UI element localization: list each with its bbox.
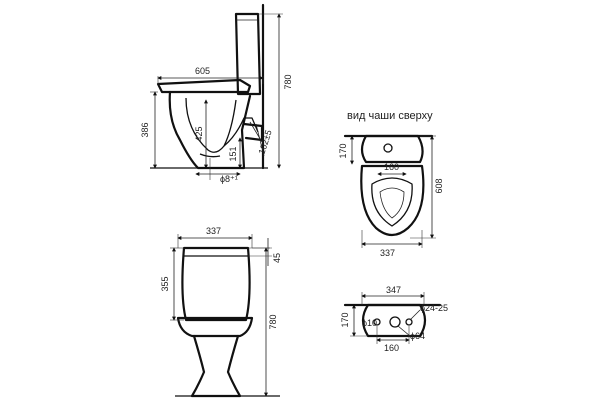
- front-dim-lid-offset: 45: [272, 253, 282, 263]
- side-bowl-outer: [168, 90, 252, 170]
- tank-top-label-hole-small: ϕ10: [362, 318, 377, 328]
- front-dim-tank-height: 355: [160, 276, 170, 291]
- tank-top-outline: [361, 303, 427, 338]
- top-dim-seat-width: 160: [384, 162, 399, 172]
- side-tank: [234, 12, 262, 96]
- top-flush-button: [383, 143, 393, 153]
- top-view: вид чаши сверху 170 160 608 337: [338, 110, 444, 258]
- front-dim-width: 337: [206, 226, 221, 236]
- front-seat: [176, 316, 254, 338]
- top-bowl-opening: [379, 187, 405, 219]
- tank-top-dim-spacing: 160: [384, 343, 399, 353]
- tank-top-view: 347 170 ϕ10 ϕ24-25 ϕ64 160: [340, 285, 448, 353]
- front-tank: [181, 246, 251, 322]
- tank-top-hole-right: [405, 318, 413, 326]
- side-dim-length: 605: [195, 66, 210, 76]
- side-view: 605 780 386 425 151 102±5 ϕ8⁺¹: [140, 3, 293, 184]
- top-bowl-outer: [360, 164, 425, 237]
- top-dim-tank-depth: 170: [338, 143, 348, 158]
- side-dim-outlet-offset: 151: [228, 146, 238, 161]
- top-dim-width: 337: [380, 248, 395, 258]
- side-bowl-inner: [185, 97, 237, 153]
- side-seat: [156, 78, 252, 94]
- side-dim-total-height: 780: [283, 74, 293, 89]
- side-trap: [223, 117, 259, 147]
- front-pedestal: [190, 334, 242, 398]
- side-dim-outlet-height: 425: [194, 126, 204, 141]
- top-dim-depth: 608: [434, 178, 444, 193]
- tank-top-dim-width: 347: [386, 285, 401, 295]
- tank-top-label-hole-range: ϕ24-25: [420, 303, 448, 313]
- tank-top-label-hole-large: ϕ64: [410, 331, 425, 341]
- side-dim-pipe-diameter: ϕ8⁺¹: [220, 174, 238, 184]
- side-base-curve: [199, 153, 221, 158]
- top-tank: [360, 134, 424, 164]
- side-dim-rim-height: 386: [140, 122, 150, 137]
- side-outlet: [242, 122, 264, 142]
- tank-top-hole-large: [389, 316, 401, 328]
- side-dim-outlet-range: 102±5: [257, 129, 274, 156]
- top-view-title: вид чаши сверху: [347, 110, 433, 122]
- top-seat: [371, 177, 413, 227]
- front-dim-total-height: 780: [268, 314, 278, 329]
- tank-top-dim-depth: 170: [340, 312, 350, 327]
- front-view: 337 355 45 780: [160, 226, 282, 398]
- tank-top-hole-small: [373, 318, 381, 326]
